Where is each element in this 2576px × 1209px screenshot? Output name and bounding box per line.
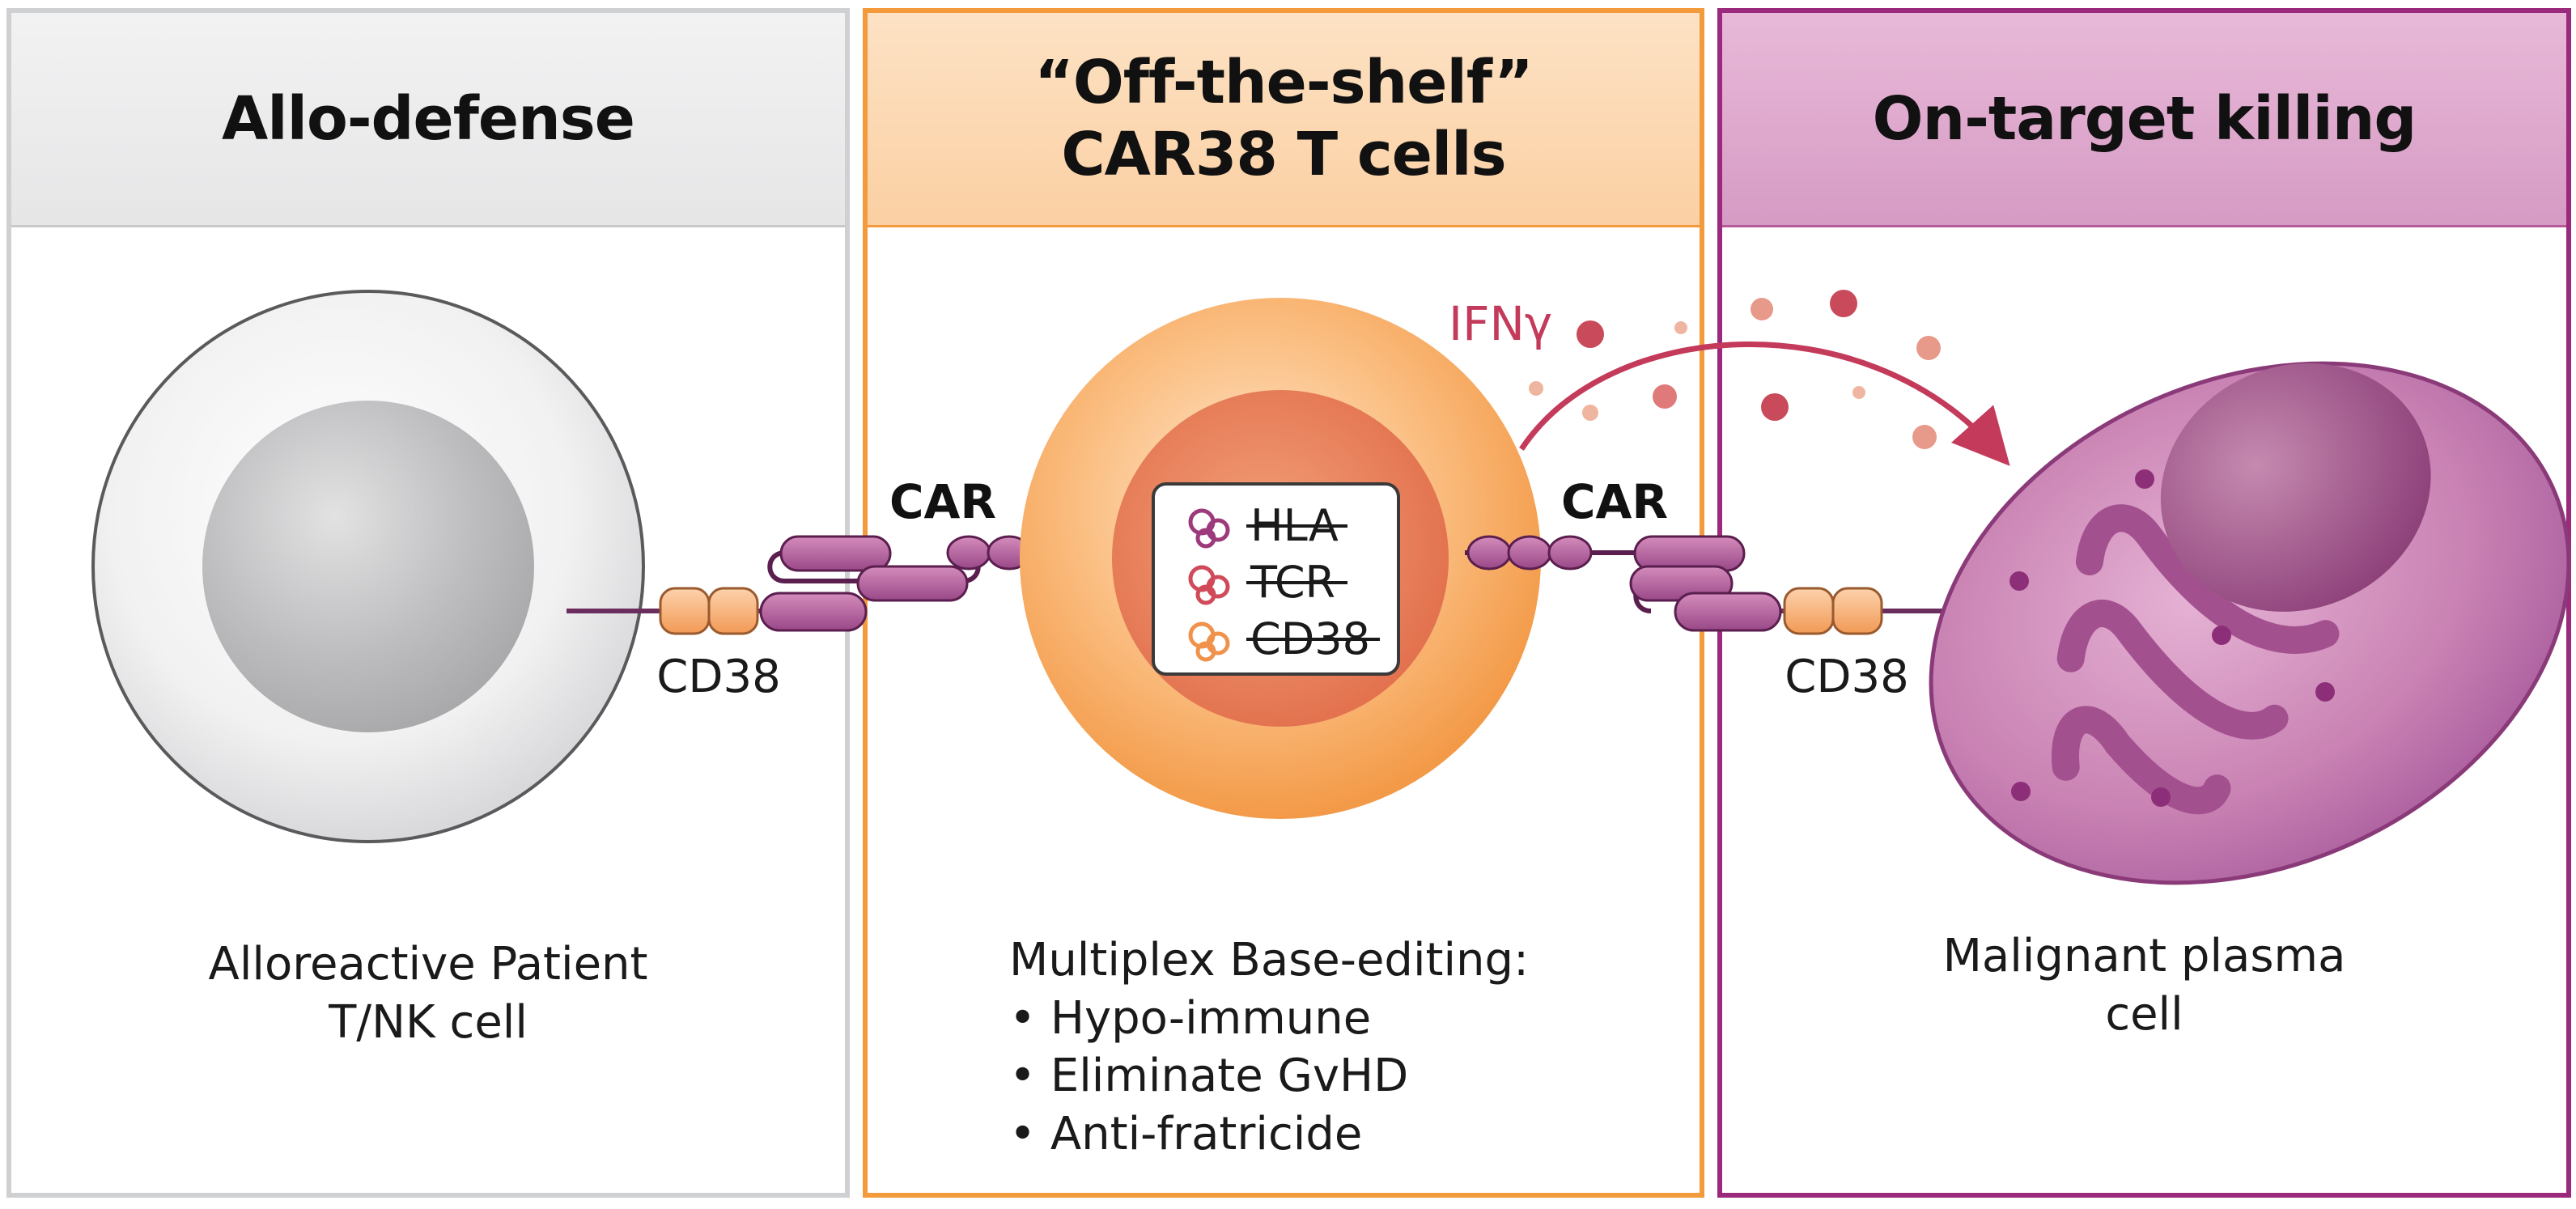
caption-line-1: Alloreactive Patient	[208, 938, 648, 991]
allo-defense-header: Allo-defense	[11, 13, 845, 227]
on-target-title: On-target killing	[1872, 83, 2417, 154]
allo-defense-panel: Allo-defense Alloreactive Patient T/NK c…	[6, 8, 850, 1198]
on-target-header: On-target killing	[1722, 13, 2566, 227]
caption-line-2: T/NK cell	[329, 995, 528, 1049]
caption-line-1: Malignant plasma	[1942, 930, 2346, 982]
car38-title-line-2: CAR38 T cells	[1061, 120, 1506, 189]
on-target-panel: On-target killing Malignant plasma cell	[1717, 8, 2571, 1198]
bullet-hypo-immune: • Hypo-immune	[1009, 991, 1372, 1045]
car38-panel: “Off-the-shelf” CAR38 T cells Multiplex …	[863, 8, 1704, 1198]
car38-header: “Off-the-shelf” CAR38 T cells	[868, 13, 1700, 227]
plasma-cell-caption: Malignant plasma cell	[1722, 927, 2566, 1043]
allo-defense-title: Allo-defense	[221, 83, 635, 154]
car38-title: “Off-the-shelf” CAR38 T cells	[1034, 47, 1534, 191]
caption-line-2: cell	[2105, 987, 2183, 1041]
car38-title-line-1: “Off-the-shelf”	[1034, 48, 1534, 118]
bullet-anti-fratricide: • Anti-fratricide	[1009, 1108, 1363, 1161]
bullet-eliminate-gvhd: • Eliminate GvHD	[1009, 1050, 1409, 1103]
base-editing-heading: Multiplex Base-editing:	[1009, 934, 1529, 986]
alloreactive-cell-caption: Alloreactive Patient T/NK cell	[11, 935, 845, 1051]
base-editing-caption: Multiplex Base-editing: • Hypo-immune • …	[1009, 931, 1529, 1164]
